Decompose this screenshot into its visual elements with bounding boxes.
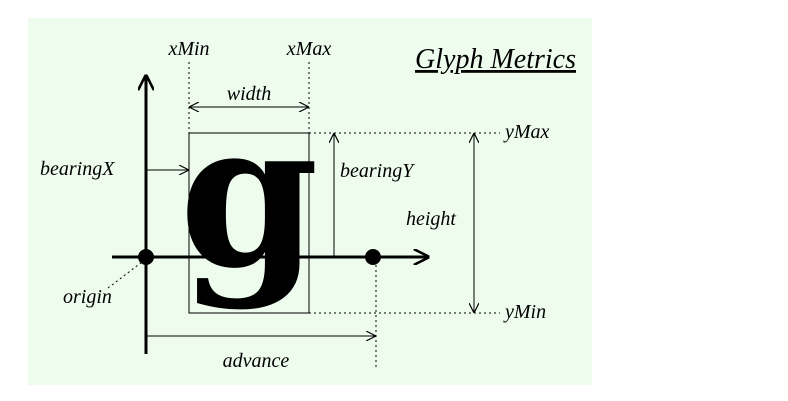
advance-point (365, 249, 381, 265)
glyph-character: g (179, 78, 319, 313)
diagram-title: Glyph Metrics (415, 44, 576, 75)
ymin-label: yMin (503, 301, 546, 323)
glyph-bounding-box (188, 132, 310, 314)
bearing-x-label: bearingX (40, 158, 115, 180)
diagram-background (28, 18, 592, 385)
xmin-label: xMin (167, 38, 209, 60)
width-label: width (227, 83, 271, 105)
advance-label: advance (223, 350, 290, 372)
xmax-label: xMax (286, 38, 332, 60)
origin-point (138, 249, 154, 265)
ymax-label: yMax (503, 121, 550, 143)
height-label: height (406, 208, 456, 230)
origin-leader (107, 261, 143, 289)
origin-label: origin (63, 286, 112, 308)
bearing-y-label: bearingY (340, 160, 415, 182)
